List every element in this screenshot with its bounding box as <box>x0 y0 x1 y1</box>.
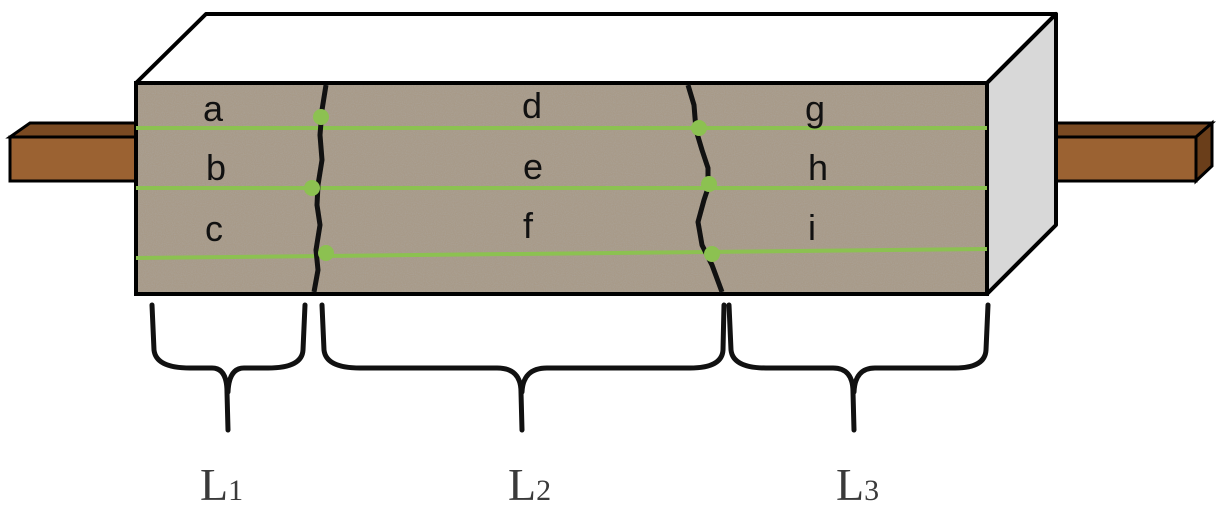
cell-label-a: a <box>203 88 224 129</box>
length-letter: L <box>508 459 536 507</box>
intersection-points <box>304 109 720 262</box>
measurement-lines <box>136 126 987 260</box>
intersection-point <box>701 176 717 192</box>
length-labels: L1 L2 L3 <box>200 459 879 507</box>
length-label-l2: L2 <box>508 459 551 507</box>
intersection-point <box>304 180 320 196</box>
cell-label-h: h <box>808 147 828 188</box>
cell-label-c: c <box>205 208 223 249</box>
cell-label-g: g <box>805 88 825 129</box>
intersection-point <box>704 246 720 262</box>
length-subscript: 1 <box>228 474 243 507</box>
length-letter: L <box>836 459 864 507</box>
measurement-line-bottom <box>136 247 987 260</box>
cell-label-f: f <box>523 205 534 246</box>
intersection-point <box>313 109 329 125</box>
length-label-l3: L3 <box>836 459 879 507</box>
length-letter: L <box>200 459 228 507</box>
cell-labels: a b c d e f g h i <box>203 85 828 249</box>
brace-l1 <box>149 302 308 433</box>
length-subscript: 2 <box>536 474 551 507</box>
cell-label-i: i <box>808 207 816 248</box>
length-label-l1: L1 <box>200 459 243 507</box>
cell-label-d: d <box>522 85 542 126</box>
cell-label-e: e <box>523 146 543 187</box>
beam-top-face <box>134 12 1058 85</box>
brace-l2 <box>319 302 727 433</box>
cell-label-b: b <box>206 147 226 188</box>
intersection-point <box>691 120 707 136</box>
length-subscript: 3 <box>864 474 879 507</box>
left-rebar <box>5 121 140 183</box>
braces <box>149 302 991 433</box>
intersection-point <box>318 245 334 261</box>
brace-l3 <box>726 302 991 433</box>
